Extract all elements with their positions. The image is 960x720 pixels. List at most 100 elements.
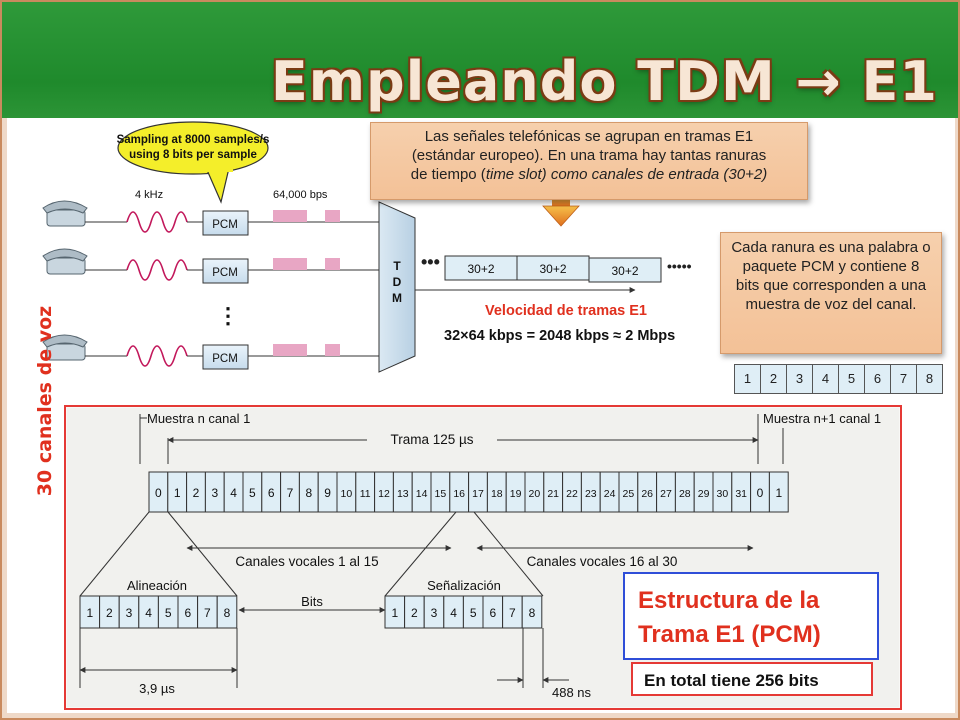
frame-slot-1: 30+2 (467, 262, 494, 276)
rate-title: Velocidad de tramas E1 (485, 303, 647, 319)
slot-number: 12 (378, 488, 390, 500)
sample-n1-label: Muestra n+1 canal 1 (763, 411, 881, 426)
slot-number: 25 (623, 488, 635, 500)
slot-number: 17 (472, 488, 484, 500)
bit-number: 6 (184, 606, 191, 620)
slot-number: 7 (287, 486, 294, 500)
callout-line-3: de tiempo (time slot) como canales de en… (377, 165, 801, 184)
bit-number: 3 (431, 606, 438, 620)
bit-number: 3 (126, 606, 133, 620)
structure-title-1: Estructura de la (638, 587, 820, 614)
slot-number: 16 (453, 488, 465, 500)
slot-number: 10 (341, 488, 353, 500)
frame-slot-2: 30+2 (539, 262, 566, 276)
slot-number: 19 (510, 488, 522, 500)
vertical-ellipsis: ⋮ (217, 303, 239, 328)
down-arrow-icon (542, 196, 580, 227)
bit-grid-cell: 4 (813, 365, 839, 393)
bit-number: 5 (470, 606, 477, 620)
bit-number: 4 (145, 606, 152, 620)
bit-grid-cell: 1 (735, 365, 761, 393)
slot-number: 4 (230, 486, 237, 500)
slot-number: 1 (174, 486, 181, 500)
tdm-multiplexer: T D M (378, 201, 416, 373)
alignment-label: Alineación (127, 578, 187, 593)
slot-number: 26 (641, 488, 653, 500)
channels-16-30-label: Canales vocales 16 al 30 (527, 554, 678, 569)
bit-number: 7 (509, 606, 516, 620)
bit-number: 2 (106, 606, 113, 620)
channels-1-15-label: Canales vocales 1 al 15 (235, 554, 378, 569)
tdm-letter-t: T (393, 259, 401, 273)
frame-dots-right: ••••• (667, 258, 692, 274)
bit-grid-cell: 2 (761, 365, 787, 393)
callout-line-3-italic: time slot) como canales de entrada (30+2… (485, 166, 768, 183)
slot-number: 24 (604, 488, 616, 500)
bit-number: 8 (224, 606, 231, 620)
bit-number: 7 (204, 606, 211, 620)
bubble-line-1: Sampling at 8000 samples/s (117, 134, 270, 146)
slot-number: 30 (717, 488, 729, 500)
frame-duration-label: Trama 125 µs (390, 432, 473, 447)
frame-slots: 30+2 30+2 30+2 (444, 255, 662, 283)
time-488-label: 488 ns (552, 685, 592, 700)
slot-number: 22 (566, 488, 578, 500)
frame-slot-3: 30+2 (611, 264, 638, 278)
frame-dots-left: ••• (421, 252, 440, 272)
pcm-label-2: PCM (212, 267, 238, 279)
slot-number: 27 (660, 488, 672, 500)
telephone-icon (42, 334, 88, 361)
callout-line-1: Las señales telefónicas se agrupan en tr… (424, 128, 754, 145)
callout-line-2: (estándar europeo). En una trama hay tan… (411, 147, 767, 164)
total-bits-label: En total tiene 256 bits (644, 671, 819, 690)
bits-label: Bits (301, 594, 323, 609)
slot-number: 31 (735, 488, 747, 500)
bit-cell (216, 595, 238, 629)
channel-row-2: PCM (42, 248, 379, 284)
bit-number: 1 (86, 606, 93, 620)
pcm-label-30: PCM (212, 353, 238, 365)
slot-number: 15 (435, 488, 447, 500)
bit-grid-cell: 5 (839, 365, 865, 393)
time-3-9-label: 3,9 µs (139, 681, 175, 696)
frequency-label: 4 kHz (135, 189, 163, 201)
telephone-icon (42, 200, 88, 227)
slot-number: 2 (193, 486, 200, 500)
slot-number: 8 (305, 486, 312, 500)
content-area: Sampling at 8000 samples/s using 8 bits … (7, 118, 955, 713)
slot-number: 23 (585, 488, 597, 500)
bit-grid-cell: 7 (891, 365, 917, 393)
pcm-label-1: PCM (212, 219, 238, 231)
title-banner (0, 0, 960, 118)
bit-number: 5 (165, 606, 172, 620)
bit-number: 4 (450, 606, 457, 620)
frame-structure-figure: Muestra n canal 1 Muestra n+1 canal 1 Tr… (64, 405, 902, 710)
channels-side-label: 30 canales de voz (34, 305, 56, 497)
slot-number: 5 (249, 486, 256, 500)
signaling-label: Señalización (427, 578, 501, 593)
slot-number: 9 (324, 486, 331, 500)
slot-number: 28 (679, 488, 691, 500)
callout-e1-frames: Las señales telefónicas se agrupan en tr… (370, 122, 808, 200)
slot-number: 1 (775, 486, 782, 500)
bit-grid-cell: 3 (787, 365, 813, 393)
structure-title-2: Trama E1 (PCM) (638, 621, 821, 648)
speech-bubble: Sampling at 8000 samples/s using 8 bits … (117, 121, 270, 204)
bit-grid-cell: 8 (925, 371, 934, 386)
slot-number: 6 (268, 486, 275, 500)
slot-number: 13 (397, 488, 409, 500)
callout-slot-info: Cada ranura es una palabra o paquete PCM… (720, 232, 942, 354)
diagram-canvas: Sampling at 8000 samples/s using 8 bits … (42, 121, 902, 710)
bubble-line-2: using 8 bits per sample (129, 149, 257, 161)
bit-number: 1 (391, 606, 398, 620)
slot-number: 29 (698, 488, 710, 500)
channel-row-1: PCM (42, 200, 379, 236)
rate-formula: 32×64 kbps = 2048 kbps ≈ 2 Mbps (444, 328, 675, 344)
slot-number: 20 (529, 488, 541, 500)
slot-number: 0 (757, 486, 764, 500)
slot-number: 0 (155, 486, 162, 500)
sample-n-label: Muestra n canal 1 (147, 411, 250, 426)
